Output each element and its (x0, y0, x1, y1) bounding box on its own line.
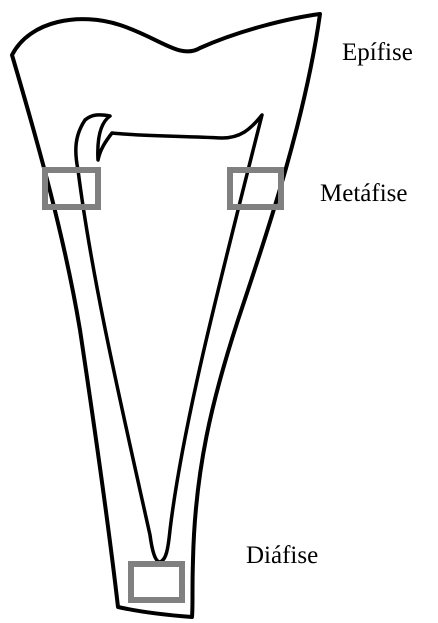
epifise-label: Epífise (342, 40, 413, 65)
metafise-right-marker (230, 170, 281, 207)
diafise-marker (131, 564, 182, 600)
bone-outer-outline (12, 14, 320, 617)
metafise-label: Metáfise (320, 181, 407, 206)
diafise-label: Diáfise (246, 543, 318, 568)
